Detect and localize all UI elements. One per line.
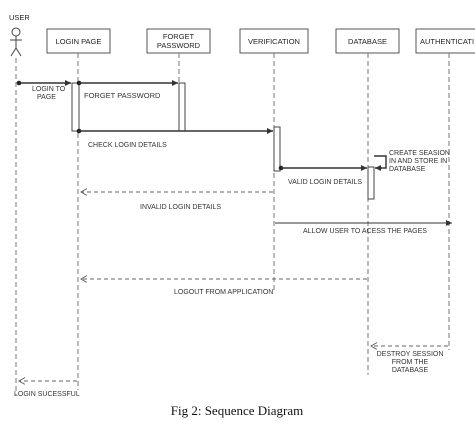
message-allow-user: ALLOW USER TO ACESS THE PAGES	[275, 220, 452, 235]
logout-label: LOGOUT FROM APPLICATION	[174, 289, 273, 296]
stick-figure-icon	[10, 27, 22, 57]
allow-user-label: ALLOW USER TO ACESS THE PAGES	[303, 228, 427, 235]
database-activation	[367, 166, 375, 200]
message-forget-password: FORGET PASSWORD	[76, 80, 178, 100]
destroy-session-label-line3: DATABASE	[392, 367, 429, 374]
verification-activation	[273, 126, 281, 172]
forget-password-activation	[178, 82, 186, 132]
create-session-label-line3: DATABASE	[389, 166, 426, 173]
login-to-page-label-line2: PAGE	[37, 94, 56, 101]
message-login-to-page: LOGIN TO PAGE	[16, 80, 71, 101]
destroy-session-label-line1: DESTROY SESSION	[377, 351, 444, 358]
participant-database: DATABASE	[335, 28, 400, 54]
login-successful-label: LOGIN SUCESSFUL	[14, 391, 80, 398]
login-to-page-label-line1: LOGIN TO	[32, 86, 66, 93]
destroy-session-label-line2: FROM THE	[392, 359, 429, 366]
message-logout: LOGOUT FROM APPLICATION	[81, 279, 367, 296]
participant-forget-password: FORGET PASSWORD	[146, 28, 211, 54]
invalid-login-details-label: INVALID LOGIN DETAILS	[140, 204, 221, 211]
message-destroy-session: DESTROY SESSION FROM THE DATABASE	[371, 346, 448, 374]
participant-authentication: AUTHENTICATI	[415, 28, 475, 54]
login-page-activation	[71, 82, 80, 132]
check-login-details-label: CHECK LOGIN DETAILS	[88, 142, 167, 149]
create-session-label-line1: CREATE SEASION	[389, 150, 450, 157]
user-label: USER	[9, 13, 30, 22]
forget-password-label-line1: FORGET	[163, 32, 195, 41]
create-session-label-line2: IN AND STORE IN	[389, 158, 447, 165]
database-label: DATABASE	[348, 37, 387, 46]
message-check-login-details: CHECK LOGIN DETAILS	[76, 128, 273, 149]
forget-password-label-line2: PASSWORD	[157, 41, 201, 50]
message-valid-login-details: VALID LOGIN DETAILS	[278, 165, 367, 186]
message-invalid-login-details: INVALID LOGIN DETAILS	[81, 192, 273, 211]
verification-label: VERIFICATION	[248, 37, 300, 46]
message-create-session: CREATE SEASION IN AND STORE IN DATABASE	[374, 150, 450, 173]
participant-verification: VERIFICATION	[239, 28, 309, 54]
figure-caption: Fig 2: Sequence Diagram	[171, 403, 304, 418]
valid-login-details-label: VALID LOGIN DETAILS	[288, 179, 362, 186]
login-page-label: LOGIN PAGE	[56, 37, 102, 46]
forget-password-message-label: FORGET PASSWORD	[84, 91, 161, 100]
user-actor: USER	[9, 13, 30, 57]
participant-login-page: LOGIN PAGE	[46, 28, 111, 54]
authentication-label: AUTHENTICATI	[420, 37, 474, 46]
message-login-successful: LOGIN SUCESSFUL	[14, 381, 80, 398]
